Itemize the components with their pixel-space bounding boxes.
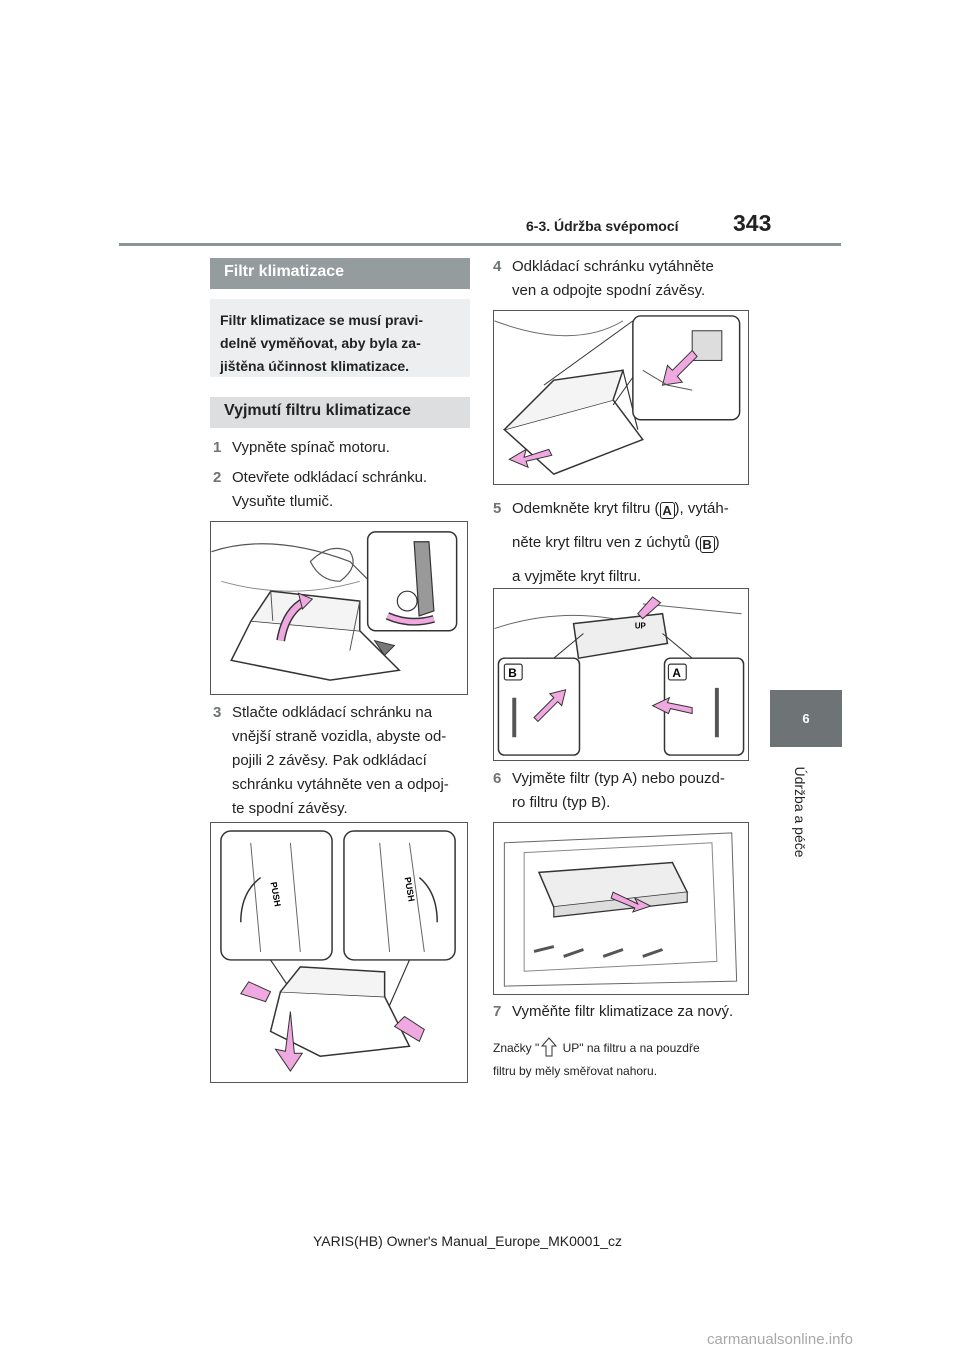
push-label: PUSH xyxy=(269,881,283,907)
step-text: pojili 2 závěsy. Pak odkládací xyxy=(232,752,427,769)
chapter-tab[interactable]: 6 xyxy=(770,690,842,747)
glove-box-push-illustration: PUSH PUSH xyxy=(220,830,456,1072)
push-label: PUSH xyxy=(403,876,417,902)
step-6: 6 Vyjměte filtr (typ A) nebo pouzd- ro f… xyxy=(493,767,773,815)
step-3: 3 Stlačte odkládací schránku na vnější s… xyxy=(213,701,473,821)
up-label: UP xyxy=(635,622,646,631)
watermark: carmanualsonline.info xyxy=(707,1331,853,1348)
header-rule xyxy=(119,243,841,246)
step-7: 7 Vyměňte filtr klimatizace za nový. xyxy=(493,1000,773,1024)
step-4: 4 Odkládací schránku vytáhněte ven a odp… xyxy=(493,255,773,303)
step-text: Stlačte odkládací schránku na xyxy=(232,704,433,721)
figure-step-3: PUSH PUSH xyxy=(210,822,468,1083)
step-number: 1 xyxy=(213,439,222,456)
filter-removal-illustration xyxy=(503,832,738,987)
step-text: vnější straně vozidla, abyste od- xyxy=(232,728,447,745)
chapter-number: 6 xyxy=(802,711,810,726)
intro-line: Filtr klimatizace se musí pravi- xyxy=(220,312,424,328)
step-text: Vysuňte tlumič. xyxy=(232,493,334,510)
step-number: 3 xyxy=(213,704,222,721)
step-text: ven a odpojte spodní závěsy. xyxy=(512,282,706,299)
step-5: 5 Odemkněte kryt filtru (A), vytáh- něte… xyxy=(493,492,773,594)
step-text: Vyměňte filtr klimatizace za nový. xyxy=(512,1003,734,1020)
up-arrow-icon xyxy=(541,1037,558,1057)
step-text: Vypněte spínač motoru. xyxy=(232,439,390,456)
footer-manual-id: YARIS(HB) Owner's Manual_Europe_MK0001_c… xyxy=(313,1233,622,1249)
note-line: Značky " UP" na filtru a na pouzdře xyxy=(493,1037,763,1060)
step-text: Odemkněte kryt filtru (A), vytáh- xyxy=(512,500,729,519)
step-number: 4 xyxy=(493,258,502,275)
figure-step-6 xyxy=(493,822,749,995)
glove-box-damper-illustration xyxy=(211,531,458,681)
intro-line: delně vyměňovat, aby byla za- xyxy=(220,335,421,351)
glove-box-lower-hinge-illustration xyxy=(494,315,741,475)
label-b-badge: B xyxy=(699,536,715,553)
step-1: 1 Vypněte spínač motoru. xyxy=(213,436,473,460)
label-b: B xyxy=(508,666,517,680)
label-a-badge: A xyxy=(659,502,675,519)
step-number: 2 xyxy=(213,469,222,486)
step-text: ro filtru (typ B). xyxy=(512,794,611,811)
step-2: 2 Otevřete odkládací schránku. Vysuňte t… xyxy=(213,466,473,514)
chapter-side-label: Údržba a péče xyxy=(792,766,808,858)
step-text: něte kryt filtru ven z úchytů (B) xyxy=(512,534,720,553)
step-text: Otevřete odkládací schránku. xyxy=(232,469,428,486)
figure-step-4 xyxy=(493,310,749,485)
figure-step-2 xyxy=(210,521,468,695)
intro-box: Filtr klimatizace se musí pravi- delně v… xyxy=(210,299,470,377)
section-heading: Filtr klimatizace xyxy=(210,258,470,289)
step-number: 5 xyxy=(493,500,502,517)
step-number: 7 xyxy=(493,1003,502,1020)
step-text: Odkládací schránku vytáhněte xyxy=(512,258,714,275)
filter-cover-illustration: UP B A xyxy=(494,596,745,756)
figure-step-5: UP B A xyxy=(493,588,749,761)
note-line: filtru by měly směřovat nahoru. xyxy=(493,1064,658,1078)
intro-line: jištěna účinnost klimatizace. xyxy=(220,358,410,374)
running-header-section: 6-3. Údržba svépomocí xyxy=(526,218,679,234)
step-number: 6 xyxy=(493,770,502,787)
subsection-heading: Vyjmutí filtru klimatizace xyxy=(210,397,470,428)
note: Značky " UP" na filtru a na pouzdře filt… xyxy=(493,1037,763,1083)
step-text: Vyjměte filtr (typ A) nebo pouzd- xyxy=(512,770,725,787)
label-a: A xyxy=(672,666,681,680)
step-text: te spodní závěsy. xyxy=(232,800,348,817)
page-number: 343 xyxy=(733,210,772,236)
step-text: a vyjměte kryt filtru. xyxy=(512,568,642,585)
step-text: schránku vytáhněte ven a odpoj- xyxy=(232,776,449,793)
